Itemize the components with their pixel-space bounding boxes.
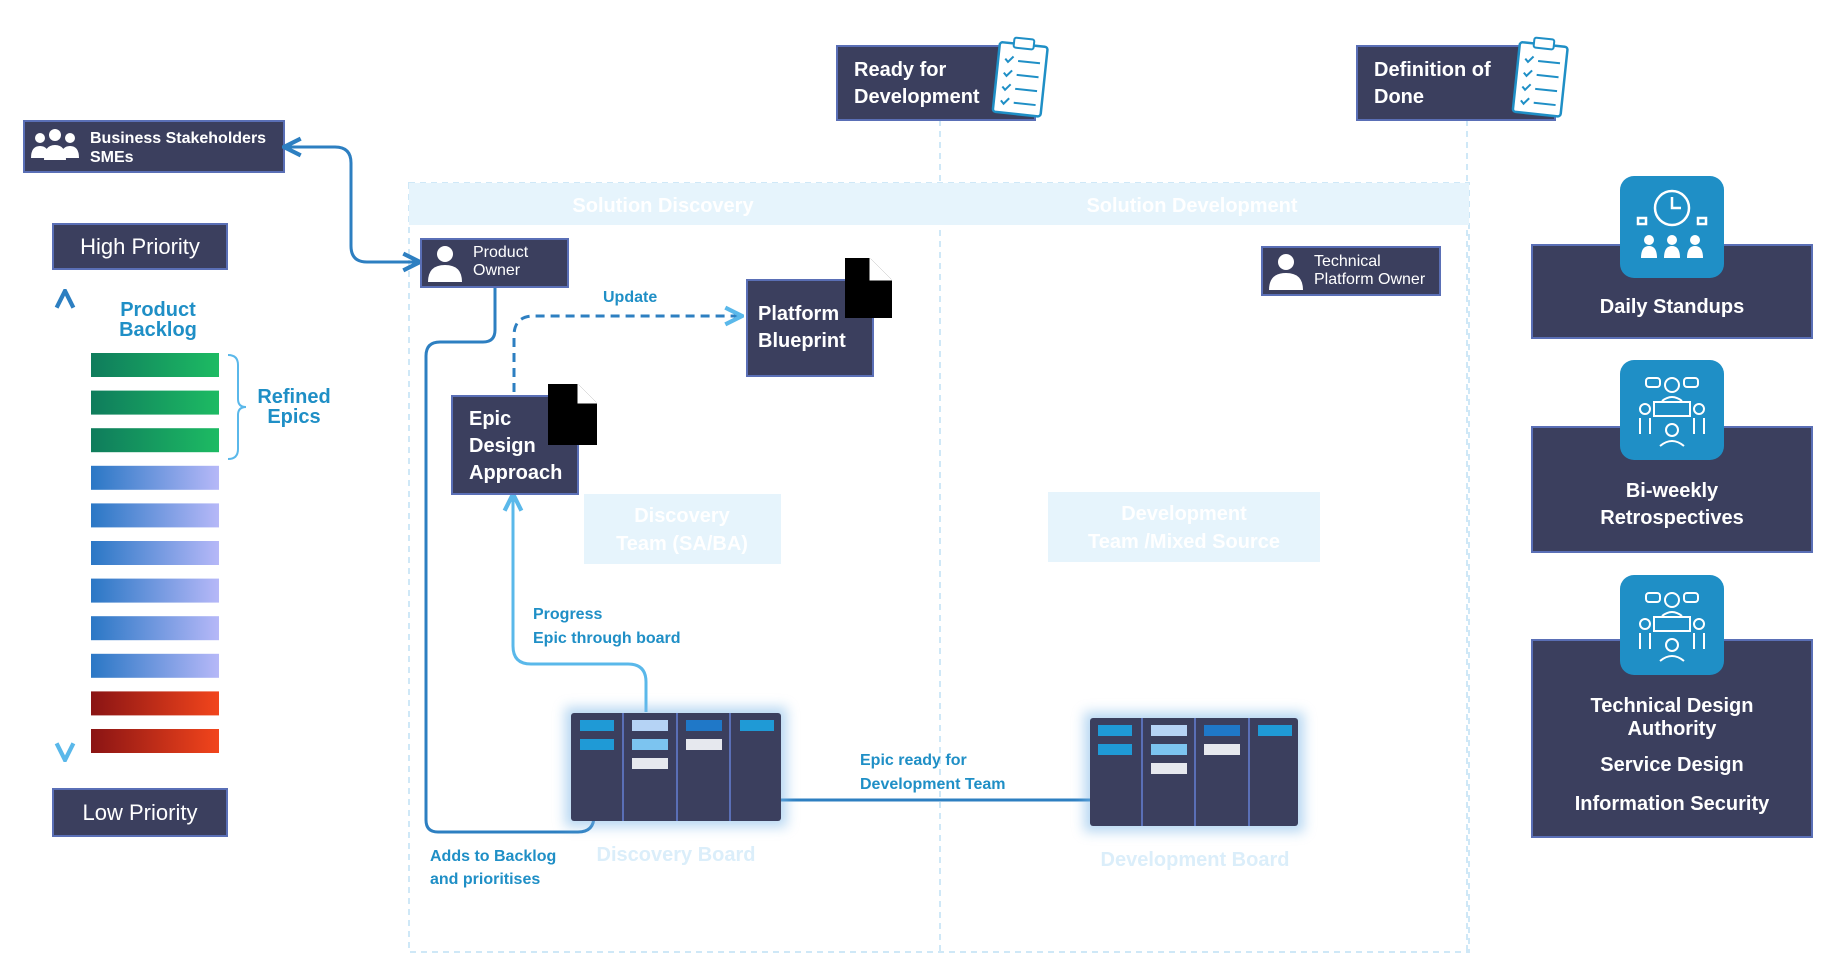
development-team-box bbox=[1048, 492, 1320, 562]
meeting-table-icon bbox=[1639, 377, 1705, 447]
person-icon bbox=[1269, 254, 1303, 290]
development-team-line1: Development bbox=[1121, 503, 1247, 525]
epic-ready-label-line2: Development Team bbox=[860, 776, 1006, 793]
daily-standups-card: Daily Standups bbox=[1531, 176, 1813, 339]
stakeholders-box: Business Stakeholders SMEs bbox=[23, 120, 285, 173]
development-team-line2: Team /Mixed Source bbox=[1088, 531, 1280, 553]
backlog-title-line1: Product bbox=[120, 299, 196, 321]
blueprint-line2: Blueprint bbox=[758, 330, 846, 352]
discovery-board-label: Discovery Board bbox=[597, 844, 756, 866]
adds-label-line2: and prioritises bbox=[430, 871, 540, 888]
retro-line1: Bi-weekly bbox=[1626, 480, 1719, 502]
meeting-table-icon bbox=[1639, 592, 1705, 662]
low-priority-box: Low Priority bbox=[52, 788, 228, 837]
low-priority-label: Low Priority bbox=[83, 800, 198, 825]
high-priority-box: High Priority bbox=[52, 223, 228, 270]
document-icon bbox=[548, 384, 597, 445]
backlog-epic-bar bbox=[91, 541, 219, 565]
authority-line4: Information Security bbox=[1575, 793, 1770, 815]
backlog-title-line2: Backlog bbox=[119, 319, 197, 341]
lane-header-development: Solution Development bbox=[1086, 195, 1297, 217]
epic-ready-label-line1: Epic ready for bbox=[860, 752, 967, 769]
adds-label-line1: Adds to Backlog bbox=[430, 848, 556, 865]
discovery-team-line2: Team (SA/BA) bbox=[616, 533, 748, 555]
backlog-epic-bar bbox=[91, 729, 219, 753]
backlog-epic-bar bbox=[91, 578, 219, 603]
discovery-board bbox=[565, 707, 787, 827]
clock-team-icon bbox=[1636, 189, 1708, 258]
authority-line2: Authority bbox=[1628, 718, 1718, 740]
backlog-epic-bar bbox=[91, 465, 219, 490]
stakeholders-line1: Business Stakeholders bbox=[90, 130, 266, 147]
stakeholder-po-connector bbox=[286, 147, 418, 262]
tech-platform-owner-box: Technical Platform Owner bbox=[1261, 246, 1441, 296]
high-priority-label: High Priority bbox=[80, 234, 200, 259]
progress-label-line2: Epic through board bbox=[533, 630, 681, 647]
gate-done-line1: Definition of bbox=[1374, 59, 1491, 81]
refined-epics-line2: Epics bbox=[267, 406, 320, 428]
backlog-epic-bar bbox=[91, 428, 219, 453]
discovery-team-box bbox=[584, 494, 781, 564]
refined-epics-line1: Refined bbox=[257, 386, 330, 408]
gate-ready-line1: Ready for bbox=[854, 59, 946, 81]
gate-done-line2: Done bbox=[1374, 86, 1424, 108]
progress-flow bbox=[513, 496, 648, 712]
gate-ready-line2: Development bbox=[854, 86, 980, 108]
clipboard-checklist-icon bbox=[991, 36, 1049, 118]
backlog-epic-bar bbox=[91, 691, 219, 716]
person-icon bbox=[428, 246, 462, 282]
backlog-epic-bar bbox=[91, 653, 219, 678]
people-group-icon bbox=[31, 129, 79, 160]
product-owner-box: Product Owner bbox=[420, 238, 569, 288]
clipboard-checklist-icon bbox=[1511, 36, 1569, 118]
backlog-epic-bar bbox=[91, 390, 219, 415]
platform-blueprint-box: Platform Blueprint bbox=[746, 258, 892, 377]
retrospectives-card: Bi-weekly Retrospectives bbox=[1531, 360, 1813, 553]
epic-design-approach-box: Epic Design Approach bbox=[451, 384, 597, 495]
backlog-epic-bar bbox=[91, 616, 219, 641]
backlog-bars bbox=[91, 353, 219, 753]
update-label: Update bbox=[603, 289, 657, 306]
lane-borders bbox=[408, 120, 1470, 953]
lane-header-discovery: Solution Discovery bbox=[572, 195, 754, 217]
tech-owner-line1: Technical bbox=[1314, 253, 1381, 270]
product-owner-line2: Owner bbox=[473, 262, 521, 279]
epic-line1: Epic bbox=[469, 408, 511, 430]
progress-label-line1: Progress bbox=[533, 606, 602, 623]
authority-line1: Technical Design bbox=[1590, 695, 1753, 717]
retro-line2: Retrospectives bbox=[1600, 507, 1743, 529]
stakeholders-line2: SMEs bbox=[90, 149, 134, 166]
backlog-epic-bar bbox=[91, 353, 219, 377]
discovery-team-line1: Discovery bbox=[634, 505, 730, 527]
backlog-epic-bar bbox=[91, 503, 219, 528]
standups-label: Daily Standups bbox=[1600, 296, 1744, 318]
development-board-label: Development Board bbox=[1101, 849, 1290, 871]
refined-epics-brace bbox=[227, 354, 247, 460]
design-authority-card: Technical Design Authority Service Desig… bbox=[1531, 575, 1813, 838]
gate-ready-for-development: Ready for Development bbox=[836, 36, 1049, 121]
epic-line3: Approach bbox=[469, 462, 562, 484]
development-board bbox=[1084, 712, 1304, 832]
update-flow bbox=[512, 316, 740, 392]
blueprint-line1: Platform bbox=[758, 303, 839, 325]
product-owner-line1: Product bbox=[473, 244, 529, 261]
epic-line2: Design bbox=[469, 435, 536, 457]
gate-definition-of-done: Definition of Done bbox=[1356, 36, 1569, 121]
tech-owner-line2: Platform Owner bbox=[1314, 271, 1426, 288]
document-icon bbox=[845, 258, 892, 318]
po-to-board-flow bbox=[424, 287, 594, 834]
authority-line3: Service Design bbox=[1600, 754, 1743, 776]
